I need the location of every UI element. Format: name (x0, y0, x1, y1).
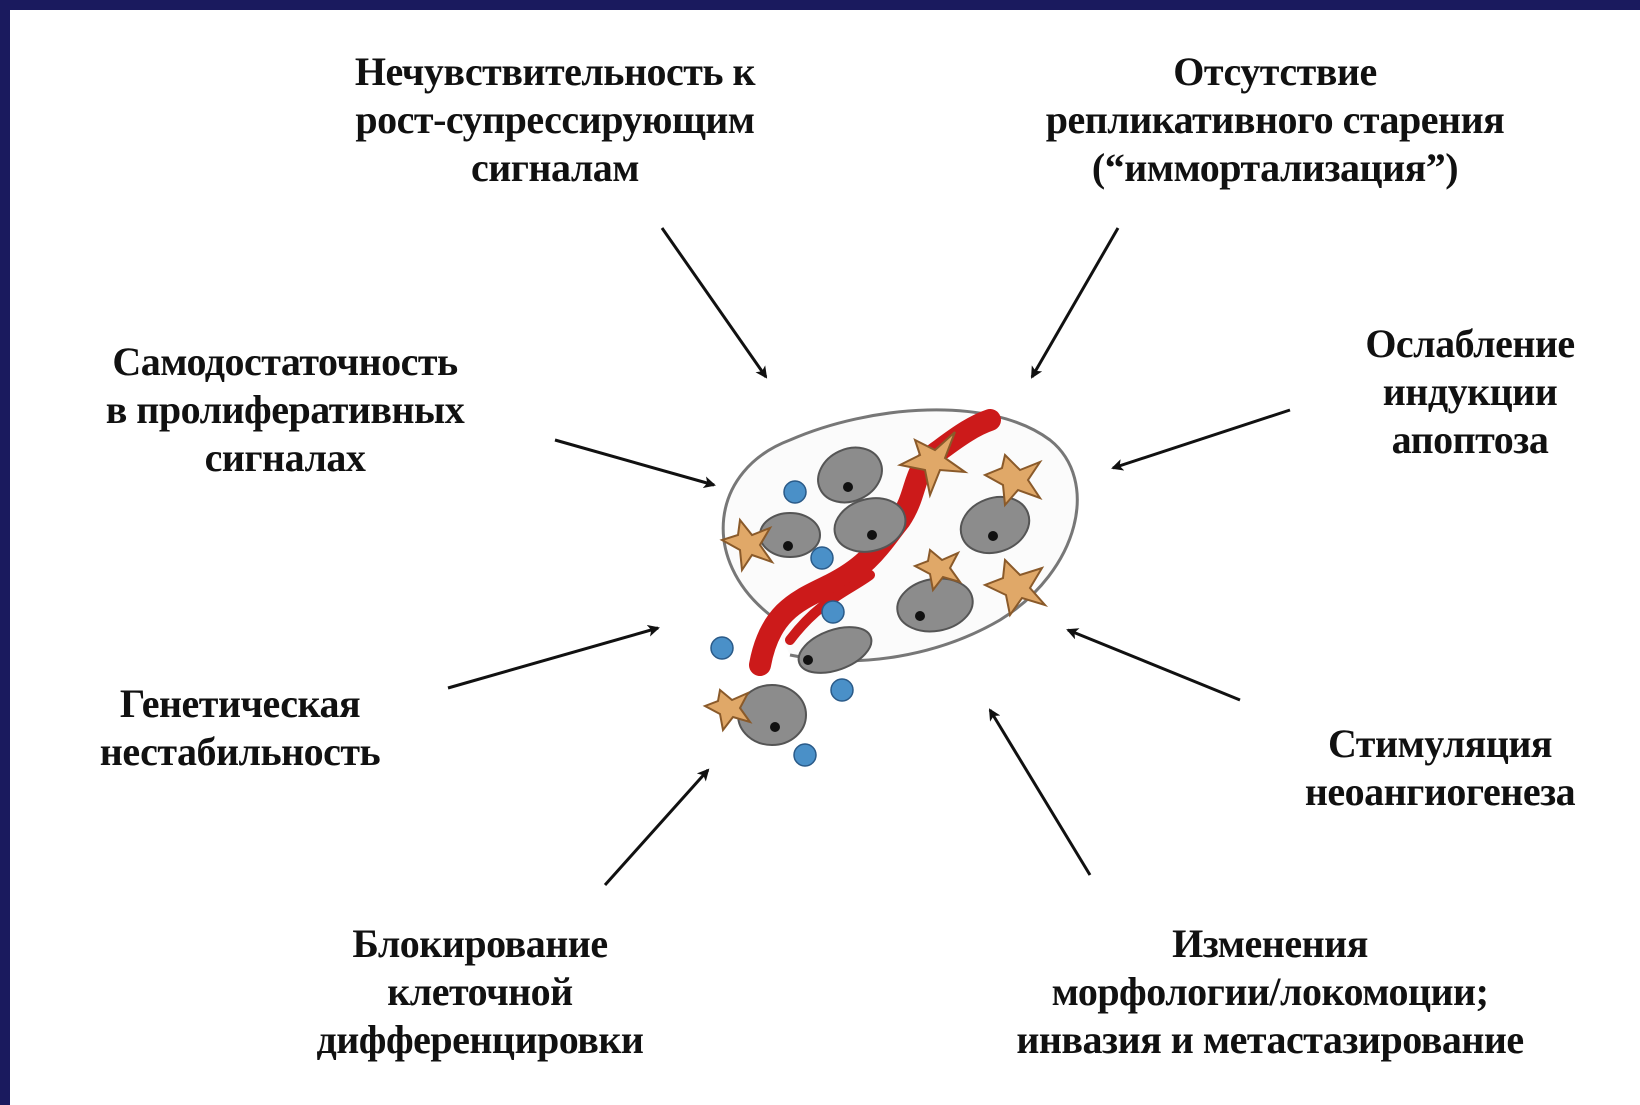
label-line: сигналах (20, 434, 550, 482)
label-invasion-and-metastasis: Изменения морфологии/локомоции; инвазия … (920, 920, 1620, 1064)
label-line: Отсутствие (950, 48, 1600, 96)
label-line: дифференцировки (230, 1016, 730, 1064)
arrow-top-right (1032, 228, 1118, 377)
label-line: нестабильность (20, 728, 460, 776)
label-line: (“иммортализация”) (950, 144, 1600, 192)
label-line: инвазия и метастазирование (920, 1016, 1620, 1064)
label-blocked-differentiation: Блокирование клеточной дифференцировки (230, 920, 730, 1064)
arrow-top-left (662, 228, 766, 377)
label-self-sufficiency-in-growth-signals: Самодостаточность в пролиферативных сигн… (20, 338, 550, 482)
label-sustained-angiogenesis: Стимуляция неоангиогенеза (1250, 720, 1630, 816)
label-line: сигналам (260, 144, 850, 192)
label-line: клеточной (230, 968, 730, 1016)
label-line: Генетическая (20, 680, 460, 728)
arrow-right-lower (1068, 630, 1240, 700)
label-line: Ослабление (1320, 320, 1620, 368)
arrow-left-lower (448, 628, 658, 688)
label-insensitivity-to-growth-suppressors: Нечувствительность к рост-супрессирующим… (260, 48, 850, 192)
label-line: неоангиогенеза (1250, 768, 1630, 816)
arrow-bottom-left (605, 770, 708, 885)
label-line: Самодостаточность (20, 338, 550, 386)
label-limitless-replicative-potential: Отсутствие репликативного старения (“имм… (950, 48, 1600, 192)
label-evading-apoptosis: Ослабление индукции апоптоза (1320, 320, 1620, 464)
label-line: рост-супрессирующим (260, 96, 850, 144)
label-line: индукции (1320, 368, 1620, 416)
arrow-bottom-right (990, 710, 1090, 875)
label-line: морфологии/локомоции; (920, 968, 1620, 1016)
tumor-illustration (705, 410, 1077, 766)
label-genetic-instability: Генетическая нестабильность (20, 680, 460, 776)
label-line: в пролиферативных (20, 386, 550, 434)
label-line: Изменения (920, 920, 1620, 968)
label-line: репликативного старения (950, 96, 1600, 144)
arrow-right-upper (1113, 410, 1290, 468)
label-line: Стимуляция (1250, 720, 1630, 768)
label-line: Нечувствительность к (260, 48, 850, 96)
label-line: апоптоза (1320, 416, 1620, 464)
label-line: Блокирование (230, 920, 730, 968)
arrow-left-upper (555, 440, 714, 485)
